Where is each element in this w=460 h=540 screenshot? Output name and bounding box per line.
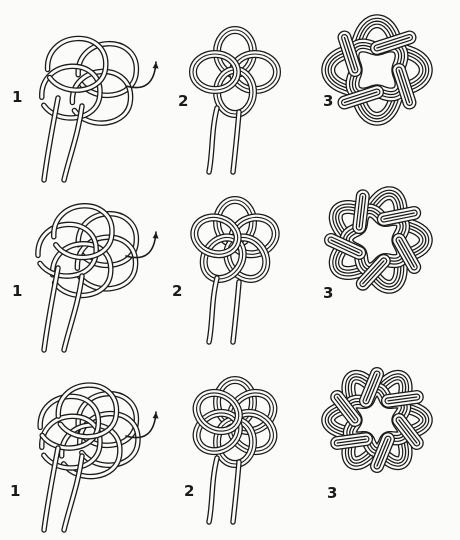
knot-drawing bbox=[160, 360, 310, 530]
step-number: 1 bbox=[12, 282, 22, 300]
cord-end-core bbox=[44, 268, 58, 350]
direction-arrow-head bbox=[153, 62, 159, 69]
knot-5-lobe-step-1: 1 bbox=[10, 180, 160, 350]
step-number: 2 bbox=[172, 282, 182, 300]
knot-drawing bbox=[10, 180, 160, 350]
step-number: 3 bbox=[327, 484, 337, 502]
step-number: 2 bbox=[184, 482, 194, 500]
knot-drawing bbox=[10, 360, 160, 530]
direction-arrow-head bbox=[153, 412, 159, 419]
knot-4-lobe-step-3: 3 bbox=[305, 10, 455, 180]
cord-end-core bbox=[64, 276, 82, 350]
direction-arrow-head bbox=[153, 232, 159, 239]
cord-loop-core bbox=[58, 385, 116, 437]
step-number: 1 bbox=[12, 88, 22, 106]
knot-4-lobe-step-1: 1 bbox=[10, 10, 160, 180]
step-number: 1 bbox=[10, 482, 20, 500]
step-number: 3 bbox=[323, 92, 333, 110]
knot-5-lobe-step-3: 3 bbox=[305, 180, 455, 350]
knot-4-lobe-step-2: 2 bbox=[160, 10, 310, 180]
knot-6-lobe-step-2: 2 bbox=[160, 360, 310, 530]
knot-6-lobe-step-3: 3 bbox=[305, 360, 455, 530]
step-number: 3 bbox=[323, 284, 333, 302]
step-number: 2 bbox=[178, 92, 188, 110]
knot-6-lobe-step-1: 1 bbox=[10, 360, 160, 530]
knot-drawing bbox=[305, 360, 455, 530]
knot-drawing bbox=[305, 180, 455, 350]
knot-drawing bbox=[10, 10, 160, 180]
knot-5-lobe-step-2: 2 bbox=[160, 180, 310, 350]
knot-drawing bbox=[160, 180, 310, 350]
